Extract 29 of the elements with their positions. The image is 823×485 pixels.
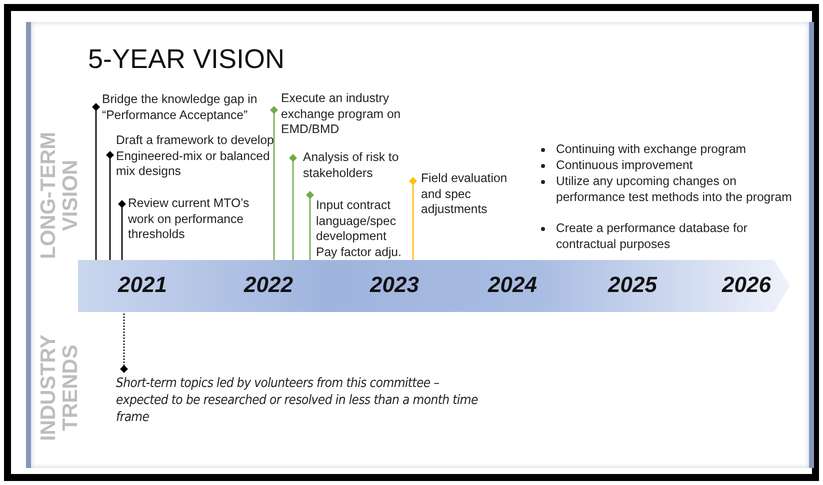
connector-line <box>92 103 100 260</box>
year-label: 2024 <box>488 272 537 298</box>
connector-line <box>120 312 128 373</box>
milestone-text: Execute an industry exchange program on EMD/BMD <box>281 91 402 138</box>
connector-line <box>118 200 126 260</box>
bullet-text: Create a performance database for contractual purposes <box>556 221 748 252</box>
connector-line <box>106 151 114 260</box>
year-label: 2026 <box>722 272 771 298</box>
year-label: 2022 <box>244 272 293 298</box>
year-label: 2021 <box>118 272 167 298</box>
milestone-text: Field evaluation and spec adjustments <box>421 171 508 218</box>
milestone-text: Review current MTO’s work on performance thresholds <box>128 196 250 242</box>
milestone-text: Bridge the knowledge gap in “Performance Acceptance” <box>102 92 258 123</box>
connector-line <box>409 177 417 260</box>
milestone-text: Analysis of risk to stakeholders <box>303 150 400 181</box>
year-label: 2025 <box>608 272 657 298</box>
milestone-text: Input contract language/spec development Pay factor adju. <box>316 198 402 260</box>
bullet-text: Continuous improvement <box>556 158 694 174</box>
year-label: 2023 <box>370 272 419 298</box>
milestone-text: Draft a framework to develop Engineered-mix or balanced mix designs <box>116 133 275 180</box>
section-label: INDUSTRY TRENDS <box>38 334 83 444</box>
diagram-title: 5-YEAR VISION <box>88 44 285 75</box>
connector-line <box>289 154 297 260</box>
connector-line <box>270 106 278 260</box>
bullet-text: Utilize any upcoming changes on performance test methods into the program <box>556 174 793 205</box>
section-label: LONG-TERM VISION <box>38 130 83 261</box>
bullet-text: Continuing with exchange program <box>556 142 748 158</box>
note-text: Short-term topics led by volunteers from this committee – expected to be researched or resolved in less than a month time frame <box>116 375 479 426</box>
connector-line <box>306 191 314 260</box>
